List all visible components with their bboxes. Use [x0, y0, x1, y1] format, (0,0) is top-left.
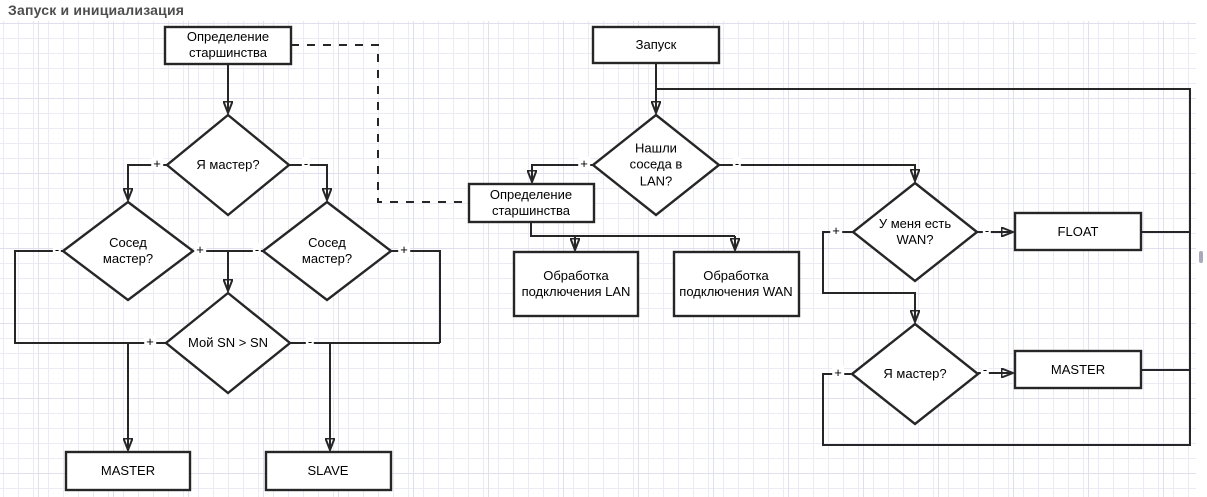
- node-obrabotka-wan-box[interactable]: [672, 250, 801, 318]
- node-moy-sn-label: Мой SN > SN: [187, 334, 268, 350]
- node-ya-master-right-label: Я мастер?: [883, 365, 947, 381]
- page-title: Запуск и инициализация: [8, 2, 185, 18]
- edge-label-ya-master-plus[interactable]: +: [151, 155, 163, 172]
- node-ya-master-right-diamond[interactable]: [850, 322, 980, 426]
- edge-label-wan-minus[interactable]: -: [982, 222, 992, 239]
- node-det-start-label: Определение старшинства: [186, 28, 270, 60]
- edge-label-sosed-left-minus[interactable]: -: [52, 241, 62, 258]
- node-moy-sn-diamond[interactable]: [164, 291, 292, 395]
- edge-label-lan-plus[interactable]: +: [578, 155, 590, 172]
- edge-sosed-left-minus-loop[interactable]: [14, 250, 166, 344]
- node-obrabotka-lan-box[interactable]: [512, 250, 640, 318]
- node-nashli-soseda-diamond[interactable]: [591, 113, 721, 217]
- node-sosed-left-diamond[interactable]: [61, 200, 195, 302]
- node-sosed-left-label: Сосед мастер?: [102, 234, 154, 266]
- edge-feedback-loop[interactable]: [656, 88, 1191, 446]
- node-obrabotka-lan-label: Обработка подключения LAN: [521, 267, 631, 299]
- node-float-box[interactable]: [1013, 211, 1143, 252]
- edge-sosed-right-plus-loop[interactable]: [391, 250, 441, 343]
- node-master-left-label: MASTER: [100, 462, 156, 478]
- edge-label-moy-sn-minus[interactable]: -: [305, 333, 315, 350]
- node-obrabotka-wan-label: Обработка подключения WAN: [679, 267, 793, 299]
- node-master-right-box[interactable]: [1013, 349, 1143, 390]
- node-ya-master-left-label: Я мастер?: [196, 156, 260, 172]
- edge-label-ya-master-r-plus[interactable]: +: [832, 364, 844, 381]
- node-sosed-right-diamond[interactable]: [261, 200, 393, 302]
- edge-label-sosed-left-plus[interactable]: +: [194, 241, 206, 258]
- node-ya-master-left-diamond[interactable]: [165, 113, 291, 217]
- right-edge-marker: [1199, 251, 1203, 263]
- edge-lan-plus[interactable]: [532, 164, 593, 182]
- edge-det-mid-split[interactable]: [530, 222, 735, 237]
- node-slave-box[interactable]: [264, 450, 393, 492]
- node-zapusk-label: Запуск: [635, 36, 677, 52]
- node-u-menya-wan-diamond[interactable]: [851, 181, 979, 283]
- edge-label-lan-minus[interactable]: -: [732, 155, 742, 172]
- node-zapusk-box[interactable]: [591, 25, 721, 65]
- edge-label-moy-sn-plus[interactable]: +: [144, 333, 156, 350]
- node-master-right-label: MASTER: [1050, 361, 1106, 377]
- edge-label-sosed-right-minus[interactable]: -: [252, 241, 262, 258]
- node-slave-label: SLAVE: [307, 462, 349, 478]
- edge-ya-master-minus[interactable]: [289, 164, 327, 200]
- edge-lan-minus[interactable]: [719, 164, 915, 181]
- edge-label-ya-master-r-minus[interactable]: -: [980, 361, 990, 378]
- node-det-mid-label: Определение старшинства: [489, 186, 573, 218]
- node-det-start-box[interactable]: [163, 25, 293, 66]
- edge-dashed-reference-link[interactable]: [291, 44, 467, 203]
- node-det-mid-box[interactable]: [467, 182, 596, 224]
- node-master-left-box[interactable]: [64, 450, 192, 492]
- edge-label-ya-master-minus[interactable]: -: [301, 155, 311, 172]
- node-sosed-right-label: Сосед мастер?: [301, 234, 353, 266]
- edge-label-sosed-right-plus[interactable]: +: [398, 241, 410, 258]
- node-nashli-soseda-label: Нашли соседа в LAN?: [629, 140, 683, 189]
- edge-label-wan-plus[interactable]: +: [830, 222, 842, 239]
- node-u-menya-wan-label: У меня есть WAN?: [878, 215, 952, 247]
- node-float-label: FLOAT: [1057, 223, 1099, 239]
